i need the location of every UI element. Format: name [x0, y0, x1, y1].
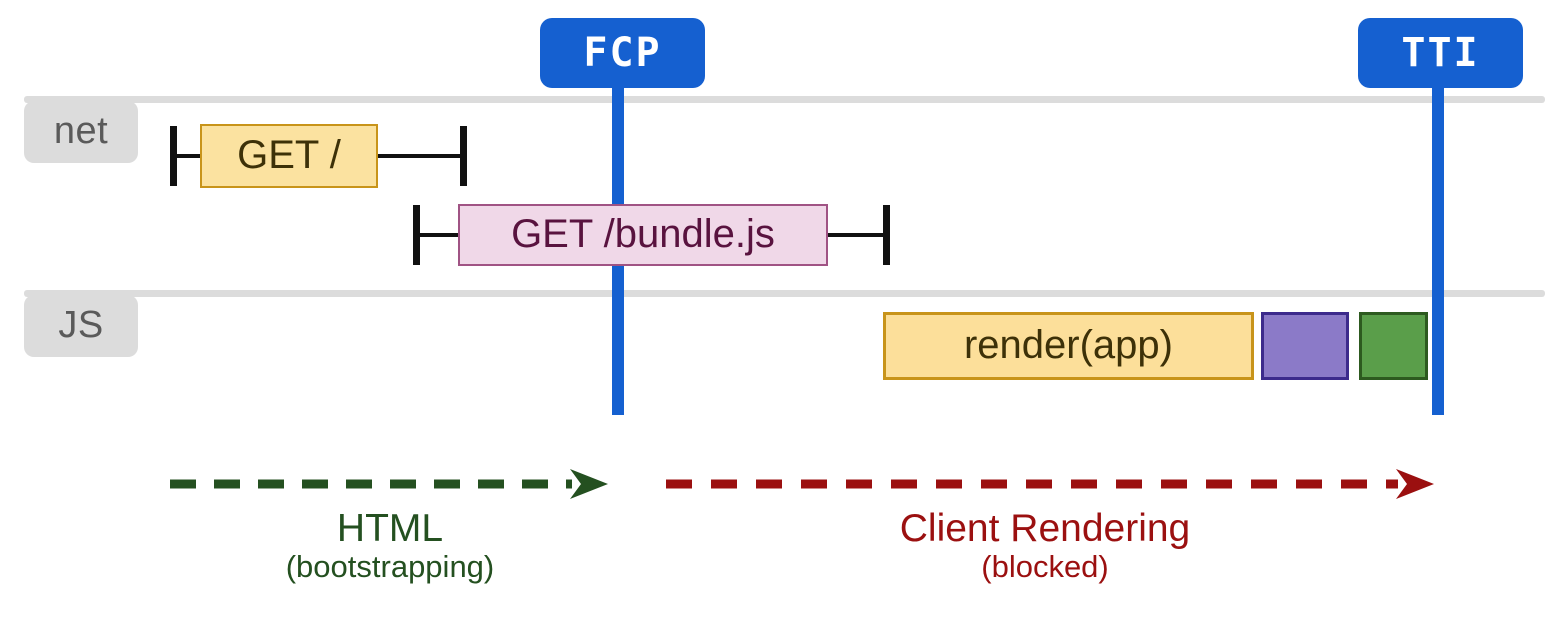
lane-label-js: JS [24, 295, 138, 357]
task-render-app-label: render(app) [963, 322, 1173, 367]
client-rendering-phase-caption: Client Rendering (blocked) [855, 507, 1235, 585]
lane-label-js-text: JS [58, 304, 104, 346]
client-rendering-phase-arrow [666, 469, 1434, 499]
client-rendering-phase-label: Client Rendering [899, 507, 1191, 550]
lane-divider-net [24, 96, 1545, 103]
client-rendering-phase-sublabel: (blocked) [981, 549, 1109, 585]
task-render-app[interactable]: render(app) [883, 312, 1254, 380]
html-phase-sublabel: (bootstrapping) [285, 549, 495, 585]
task-get-root-label: GET / [237, 132, 341, 177]
lane-label-net-text: net [53, 110, 109, 152]
fcp-badge-label: FCP [583, 30, 662, 76]
get-bundle-whisker-cap-end [883, 205, 890, 265]
get-root-whisker-cap-start [170, 126, 177, 186]
get-bundle-whisker-cap-start [413, 205, 420, 265]
html-phase-caption: HTML (bootstrapping) [240, 507, 540, 585]
lane-label-net: net [24, 101, 138, 163]
html-phase-label: HTML [336, 507, 444, 550]
task-get-bundle-label: GET /bundle.js [511, 211, 775, 256]
lane-divider-js [24, 290, 1545, 297]
task-green-block[interactable] [1359, 312, 1428, 380]
tti-badge-label: TTI [1401, 30, 1480, 76]
task-get-bundle[interactable]: GET /bundle.js [458, 204, 828, 266]
html-phase-arrow [170, 469, 608, 499]
tti-badge: TTI [1358, 18, 1523, 88]
task-purple-block[interactable] [1261, 312, 1349, 380]
task-get-root[interactable]: GET / [200, 124, 378, 188]
fcp-badge: FCP [540, 18, 705, 88]
get-root-whisker-cap-end [460, 126, 467, 186]
tti-marker-line [1432, 84, 1444, 415]
